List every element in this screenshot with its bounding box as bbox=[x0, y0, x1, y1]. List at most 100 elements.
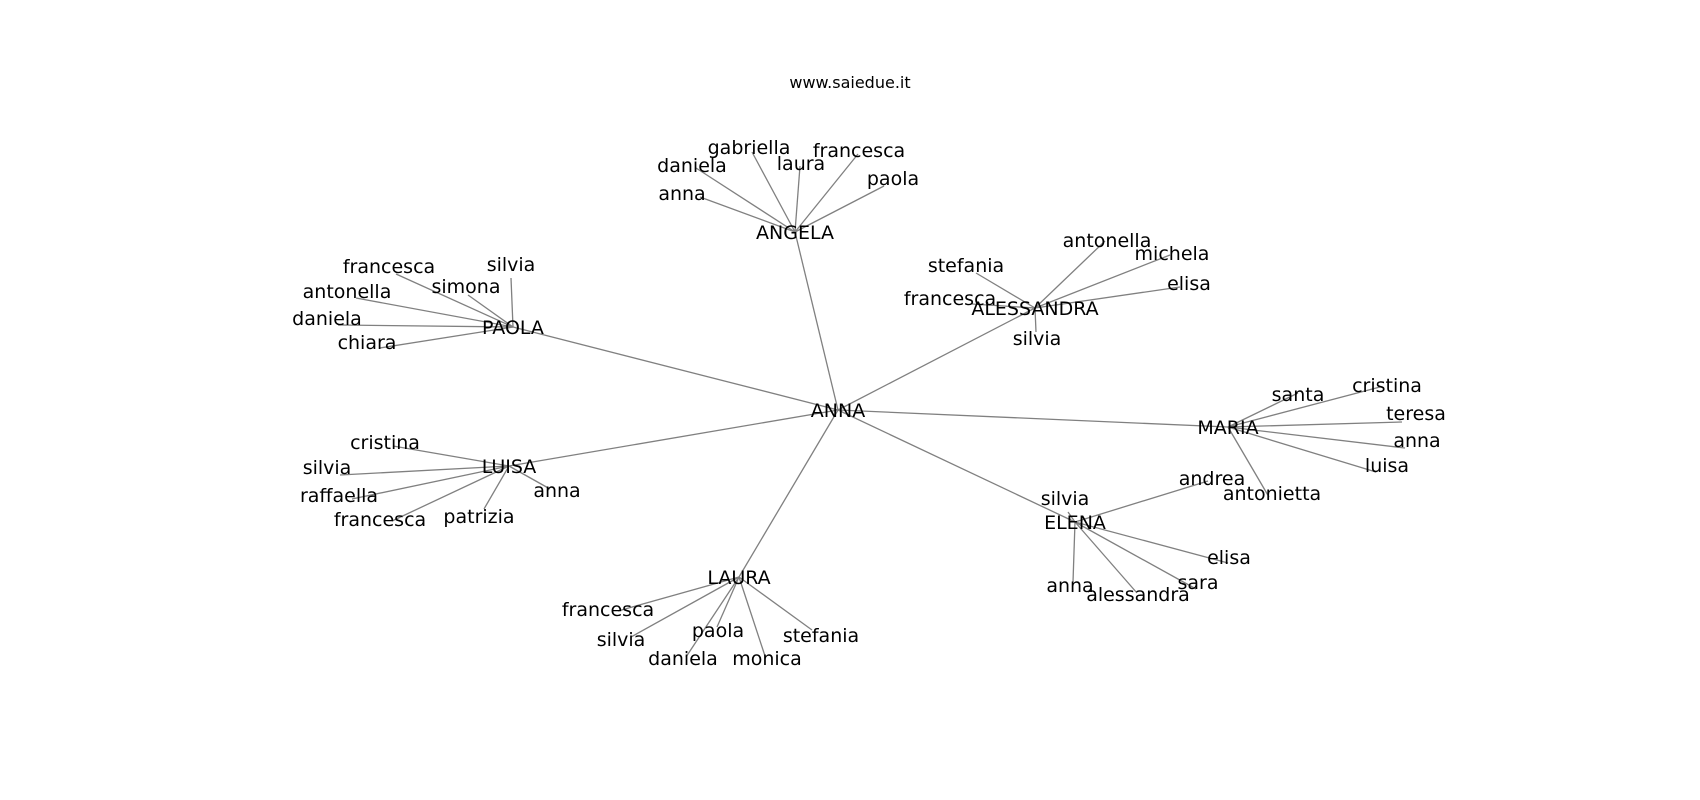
edge-elena-anna bbox=[1072, 521, 1076, 583]
edge-paola-francesca bbox=[395, 273, 514, 328]
edge-alessandra-elisa bbox=[1034, 286, 1181, 309]
edge-luisa-francesca bbox=[391, 465, 510, 522]
node-leaf-alessandra-stefania: stefania bbox=[928, 255, 1004, 277]
edge-luisa-raffaella bbox=[351, 465, 510, 500]
edge-root-alessandra bbox=[837, 307, 1036, 411]
node-hub-angela: ANGELA bbox=[756, 222, 834, 244]
edge-angela-laura bbox=[794, 165, 801, 233]
node-leaf-elena-anna: anna bbox=[1046, 575, 1093, 597]
node-hub-laura: LAURA bbox=[707, 567, 770, 589]
edge-angela-francesca bbox=[794, 153, 859, 233]
node-leaf-angela-laura: laura bbox=[777, 153, 825, 175]
edge-elena-alessandra bbox=[1074, 521, 1138, 594]
node-leaf-maria-anna: anna bbox=[1393, 430, 1440, 452]
edge-maria-teresa bbox=[1227, 421, 1403, 428]
node-leaf-maria-teresa: teresa bbox=[1386, 403, 1446, 425]
edge-paola-simona bbox=[467, 294, 514, 328]
edge-angela-anna bbox=[699, 196, 796, 233]
node-leaf-angela-francesca: francesca bbox=[813, 140, 905, 162]
node-leaf-paola-daniela: daniela bbox=[292, 308, 362, 330]
node-leaf-luisa-anna: anna bbox=[533, 480, 580, 502]
node-leaf-luisa-cristina: cristina bbox=[350, 432, 420, 454]
node-leaf-elena-silvia: silvia bbox=[1041, 488, 1090, 510]
node-leaf-laura-paola: paola bbox=[692, 620, 744, 642]
node-leaf-luisa-silvia: silvia bbox=[303, 457, 352, 479]
node-leaf-alessandra-francesca: francesca bbox=[904, 288, 996, 310]
edge-alessandra-francesca bbox=[971, 303, 1036, 309]
node-leaf-alessandra-antonella: antonella bbox=[1063, 230, 1152, 252]
edge-root-laura bbox=[738, 409, 839, 578]
node-hub-alessandra: ALESSANDRA bbox=[971, 298, 1098, 320]
node-leaf-laura-silvia: silvia bbox=[597, 629, 646, 651]
node-hub-maria: MARIA bbox=[1197, 417, 1258, 439]
node-leaf-maria-luisa: luisa bbox=[1365, 455, 1409, 477]
edge-laura-daniela bbox=[685, 576, 740, 658]
edge-elena-elisa bbox=[1074, 521, 1229, 564]
edge-elena-sara bbox=[1074, 521, 1197, 590]
node-leaf-elena-andrea: andrea bbox=[1179, 468, 1245, 490]
node-hub-paola: PAOLA bbox=[482, 317, 544, 339]
node-leaf-paola-simona: simona bbox=[432, 276, 501, 298]
edge-root-angela bbox=[794, 231, 839, 411]
node-leaf-luisa-patrizia: patrizia bbox=[443, 506, 514, 528]
node-leaf-laura-stefania: stefania bbox=[783, 625, 859, 647]
node-leaf-alessandra-michela: michela bbox=[1135, 243, 1210, 265]
node-leaf-alessandra-elisa: elisa bbox=[1167, 273, 1211, 295]
edge-root-elena bbox=[837, 409, 1076, 523]
edge-laura-paola bbox=[716, 576, 740, 628]
node-leaf-angela-anna: anna bbox=[658, 183, 705, 205]
node-leaf-maria-santa: santa bbox=[1272, 384, 1325, 406]
edge-root-luisa bbox=[508, 409, 839, 467]
edge-luisa-patrizia bbox=[483, 465, 510, 510]
edge-angela-daniela bbox=[695, 167, 796, 233]
edge-laura-stefania bbox=[738, 576, 813, 631]
node-leaf-paola-silvia: silvia bbox=[487, 254, 536, 276]
edge-maria-santa bbox=[1227, 392, 1299, 428]
edge-paola-chiara bbox=[379, 326, 514, 349]
edge-laura-silvia bbox=[630, 576, 740, 638]
node-leaf-paola-antonella: antonella bbox=[303, 281, 392, 303]
node-leaf-angela-daniela: daniela bbox=[657, 155, 727, 177]
edge-elena-andrea bbox=[1074, 480, 1209, 523]
edges-layer bbox=[337, 151, 1406, 658]
node-leaf-maria-antonietta: antonietta bbox=[1223, 483, 1321, 505]
diagram-title: www.saiedue.it bbox=[789, 73, 910, 92]
node-leaf-alessandra-silvia: silvia bbox=[1013, 328, 1062, 350]
node-leaf-paola-chiara: chiara bbox=[338, 332, 397, 354]
edge-laura-francesca bbox=[617, 576, 740, 612]
node-leaf-laura-francesca: francesca bbox=[562, 599, 654, 621]
node-leaf-elena-elisa: elisa bbox=[1207, 547, 1251, 569]
edge-alessandra-antonella bbox=[1034, 240, 1106, 309]
node-leaf-laura-monica: monica bbox=[732, 648, 802, 670]
node-leaf-elena-alessandra: alessandra bbox=[1086, 584, 1190, 606]
edge-alessandra-silvia bbox=[1034, 307, 1037, 333]
edge-maria-antonietta bbox=[1227, 426, 1270, 498]
edge-maria-luisa bbox=[1227, 426, 1377, 473]
edge-luisa-cristina bbox=[392, 445, 510, 467]
edge-angela-paola bbox=[794, 185, 885, 233]
edge-maria-cristina bbox=[1227, 386, 1381, 428]
node-leaf-angela-paola: paola bbox=[867, 168, 919, 190]
edge-paola-antonella bbox=[355, 297, 514, 328]
edge-angela-gabriella bbox=[751, 151, 796, 233]
node-root-anna: ANNA bbox=[811, 400, 865, 422]
edge-laura-monica bbox=[738, 576, 766, 657]
edge-luisa-anna bbox=[508, 465, 551, 490]
node-leaf-angela-gabriella: gabriella bbox=[708, 137, 791, 159]
edge-elena-silvia bbox=[1067, 511, 1076, 523]
node-leaf-luisa-raffaella: raffaella bbox=[300, 485, 378, 507]
node-leaf-laura-daniela: daniela bbox=[648, 648, 718, 670]
node-leaf-maria-cristina: cristina bbox=[1352, 375, 1422, 397]
edge-alessandra-stefania bbox=[975, 272, 1036, 309]
edge-luisa-silvia bbox=[339, 465, 510, 476]
edge-paola-silvia bbox=[510, 277, 514, 328]
node-hub-elena: ELENA bbox=[1044, 512, 1106, 534]
edge-maria-anna bbox=[1227, 426, 1406, 449]
node-hub-luisa: LUISA bbox=[482, 456, 537, 478]
edge-root-paola bbox=[512, 326, 839, 411]
node-leaf-elena-sara: sara bbox=[1178, 572, 1219, 594]
edge-paola-daniela bbox=[337, 324, 514, 328]
node-leaf-paola-francesca: francesca bbox=[343, 256, 435, 278]
